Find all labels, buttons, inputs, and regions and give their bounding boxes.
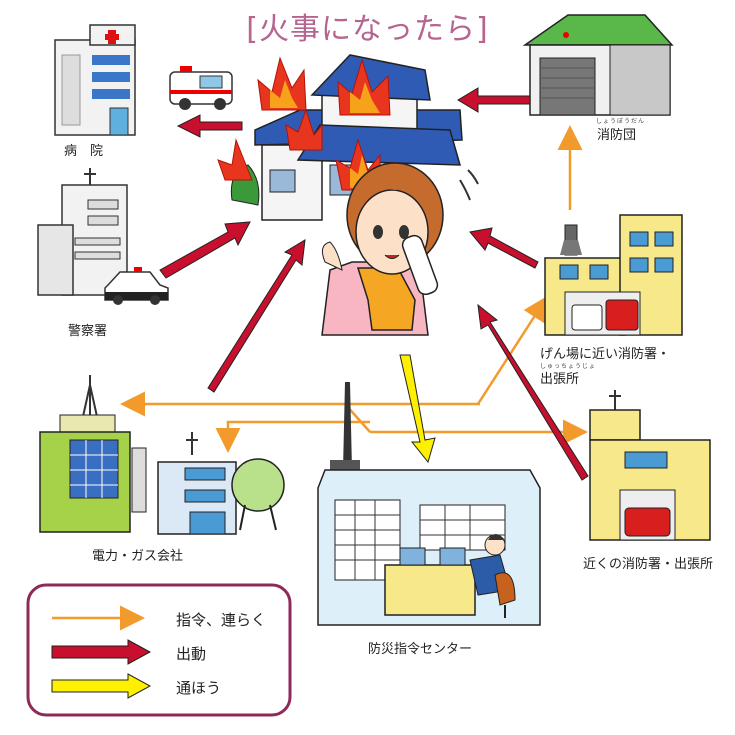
label-utility: 電力・ガス会社 [92, 549, 184, 564]
hospital-building [54, 24, 136, 136]
page-title: [火事になったら] [246, 12, 489, 47]
line-to-gas-company [215, 420, 370, 453]
nearby-fire-station [544, 214, 683, 336]
power-company-building [39, 375, 147, 533]
local-fire-station [589, 390, 711, 541]
yellow-arrow-to-command [399, 354, 436, 464]
legend-red-arrow [51, 639, 152, 665]
red-dispatch-arrows [159, 87, 589, 481]
red-arrow-localfire-to-woman [477, 303, 589, 481]
line-to-nearby-fire [476, 295, 548, 405]
legend-box [26, 583, 292, 717]
woman-on-phone [321, 162, 479, 336]
legend-label-red: 出動 [176, 645, 207, 663]
red-arrow-to-hospital [176, 114, 243, 138]
label-nearby-fire: げん場に近い消防署・ [540, 347, 671, 362]
red-arrow-volunteer-to-house [457, 87, 531, 113]
label-volunteer-fire: 消防団 [597, 128, 637, 143]
volunteer-fire-garage [522, 14, 674, 116]
orange-command-lines [120, 125, 588, 453]
legend-label-yellow: 通ほう [176, 679, 222, 697]
ruby-nearby-fire: しゅっちょうじょ [540, 363, 597, 370]
legend-yellow-arrow [51, 673, 152, 699]
red-arrow-nearbyfire-to-woman [469, 227, 539, 269]
red-arrow-utility-to-house [207, 239, 306, 393]
label-local-fire: 近くの消防署・出張所 [583, 557, 714, 572]
gas-company-building [157, 432, 285, 535]
legend-label-orange: 指令、連らく [176, 611, 267, 629]
label-hospital: 病 院 [64, 144, 104, 159]
label-command-center: 防災指令センター [368, 642, 473, 657]
red-arrow-police-to-house [159, 221, 251, 279]
ruby-volunteer-fire: しょうぼうだん [596, 118, 646, 125]
ambulance [169, 66, 233, 110]
police-car [104, 267, 169, 305]
command-center [317, 382, 541, 626]
label-police: 警察署 [68, 324, 108, 339]
label-nearby-fire-sub: 出張所 [540, 372, 580, 387]
police-building [37, 168, 128, 296]
